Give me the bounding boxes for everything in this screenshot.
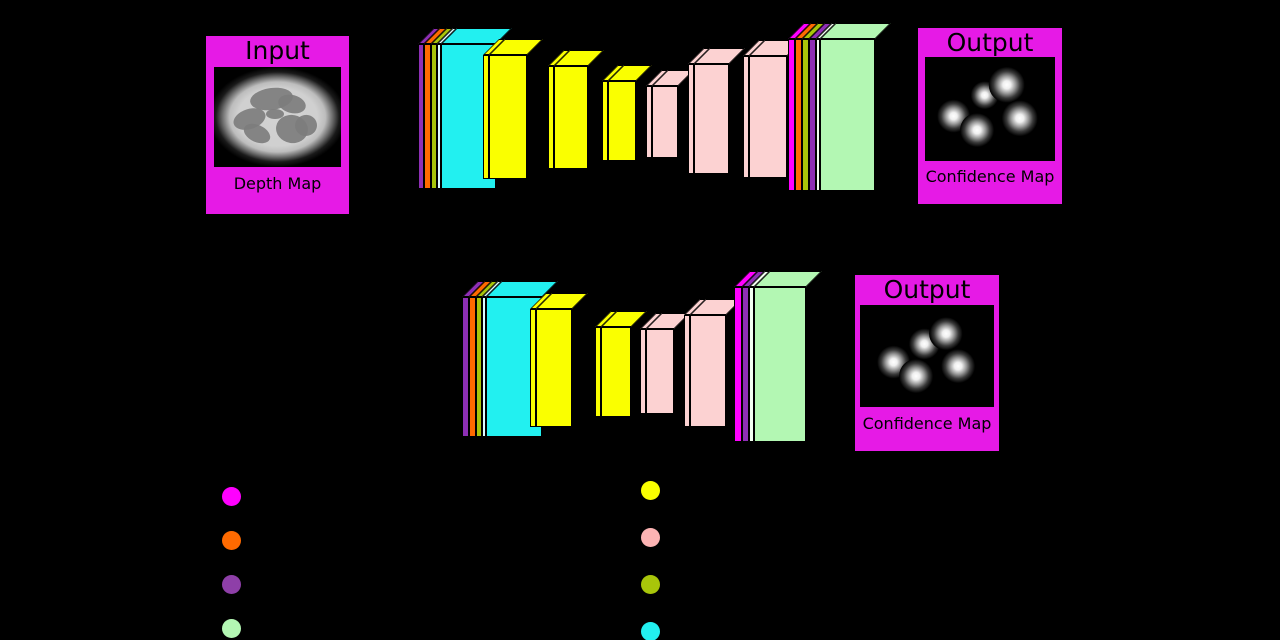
- right-legend-item: [641, 528, 670, 547]
- layer-slab-front-face: [536, 309, 572, 427]
- network-layer-block: [418, 23, 891, 196]
- network-layer-block: [462, 287, 802, 445]
- confidence-peak: [1001, 100, 1039, 137]
- layer-edge-front-face: [602, 81, 608, 161]
- left-legend-item: [222, 531, 251, 550]
- layer-slab-front-face: [554, 66, 588, 169]
- encoder-decoder-network-top: [418, 23, 891, 196]
- layer-slab-front-face: [809, 39, 816, 191]
- output-panel-top-caption: Confidence Map: [925, 167, 1055, 186]
- layer-slab-front-face: [652, 86, 678, 158]
- layer-edge-front-face: [684, 315, 690, 427]
- right-legend-item: [641, 575, 670, 594]
- layer-edge-front-face: [530, 309, 536, 427]
- network-layer-block: [418, 36, 858, 196]
- input-panel-title: Input: [245, 36, 310, 65]
- layer-slab-front-face: [431, 44, 437, 189]
- left-legend-item: [222, 619, 251, 638]
- output-panel-bottom: Output Confidence Map: [855, 275, 999, 451]
- legend-color-swatch-icon: [222, 531, 241, 550]
- layer-edge-front-face: [640, 329, 646, 414]
- encoder-decoder-network-bottom: [462, 271, 822, 445]
- network-layer-block: [418, 36, 858, 196]
- layer-slab-front-face: [788, 39, 795, 191]
- layer-slab-front-face: [694, 64, 729, 174]
- legend-color-swatch-icon: [641, 622, 660, 640]
- layer-slab-front-face: [608, 81, 636, 161]
- layer-edge-front-face: [743, 56, 749, 178]
- network-layer-block: [462, 287, 802, 445]
- confidence-peak: [899, 359, 934, 394]
- input-panel: Input Depth Map: [206, 36, 349, 214]
- layer-edge-front-face: [688, 64, 694, 174]
- network-layer-block: [462, 271, 822, 445]
- depth-blob: [266, 109, 284, 119]
- confidence-map-image-top: [925, 57, 1055, 161]
- layer-slab-front-face: [437, 44, 441, 189]
- layer-slab-front-face: [802, 39, 809, 191]
- layer-edge-front-face: [646, 86, 652, 158]
- layer-edge-front-face: [548, 66, 554, 169]
- layer-slab-front-face: [646, 329, 674, 414]
- layer-slab-front-face: [469, 297, 476, 437]
- output-panel-top: Output Confidence Map: [918, 28, 1062, 204]
- network-layer-block: [462, 287, 802, 445]
- layer-slab-front-face: [489, 55, 527, 179]
- network-layer-block: [418, 36, 858, 196]
- input-panel-caption: Depth Map: [233, 174, 322, 193]
- layer-slab-front-face: [820, 39, 875, 191]
- layer-slab-front-face: [601, 327, 631, 417]
- layer-slab-front-face: [476, 297, 482, 437]
- left-legend-item: [222, 487, 251, 506]
- layer-slab-front-face: [816, 39, 820, 191]
- confidence-peak: [940, 349, 975, 384]
- layer-slab-front-face: [754, 287, 806, 442]
- output-panel-bottom-caption: Confidence Map: [862, 414, 992, 433]
- confidence-peak: [928, 316, 963, 351]
- layer-slab-front-face: [418, 44, 424, 189]
- network-layer-block: [418, 36, 858, 196]
- network-layer-block: [418, 36, 858, 196]
- confidence-peak: [988, 66, 1026, 104]
- layer-edge-front-face: [595, 327, 601, 417]
- legend-color-swatch-icon: [641, 481, 660, 500]
- confidence-peak: [960, 112, 994, 147]
- output-panel-top-title: Output: [946, 28, 1034, 57]
- depth-map-image: [214, 67, 341, 167]
- legend-color-swatch-icon: [222, 487, 241, 506]
- layer-slab-front-face: [749, 287, 754, 442]
- network-layer-block: [462, 287, 802, 445]
- layer-slab-front-face: [742, 287, 749, 442]
- layer-slab-front-face: [424, 44, 431, 189]
- confidence-map-image-bottom: [860, 305, 994, 407]
- output-panel-bottom-title: Output: [883, 275, 971, 304]
- layer-slab-front-face: [482, 297, 486, 437]
- legend-color-swatch-icon: [641, 528, 660, 547]
- legend-color-swatch-icon: [222, 575, 241, 594]
- layer-slab-front-face: [749, 56, 787, 178]
- layer-slab-front-face: [734, 287, 742, 442]
- layer-slab-front-face: [462, 297, 469, 437]
- layer-slab-front-face: [795, 39, 802, 191]
- left-legend-item: [222, 575, 251, 594]
- legend-color-swatch-icon: [222, 619, 241, 638]
- network-layer-block: [418, 36, 858, 196]
- layer-edge-front-face: [483, 55, 489, 179]
- layer-slab-front-face: [690, 315, 726, 427]
- right-legend-item: [641, 481, 670, 500]
- legend-color-swatch-icon: [641, 575, 660, 594]
- right-legend-item: [641, 622, 670, 640]
